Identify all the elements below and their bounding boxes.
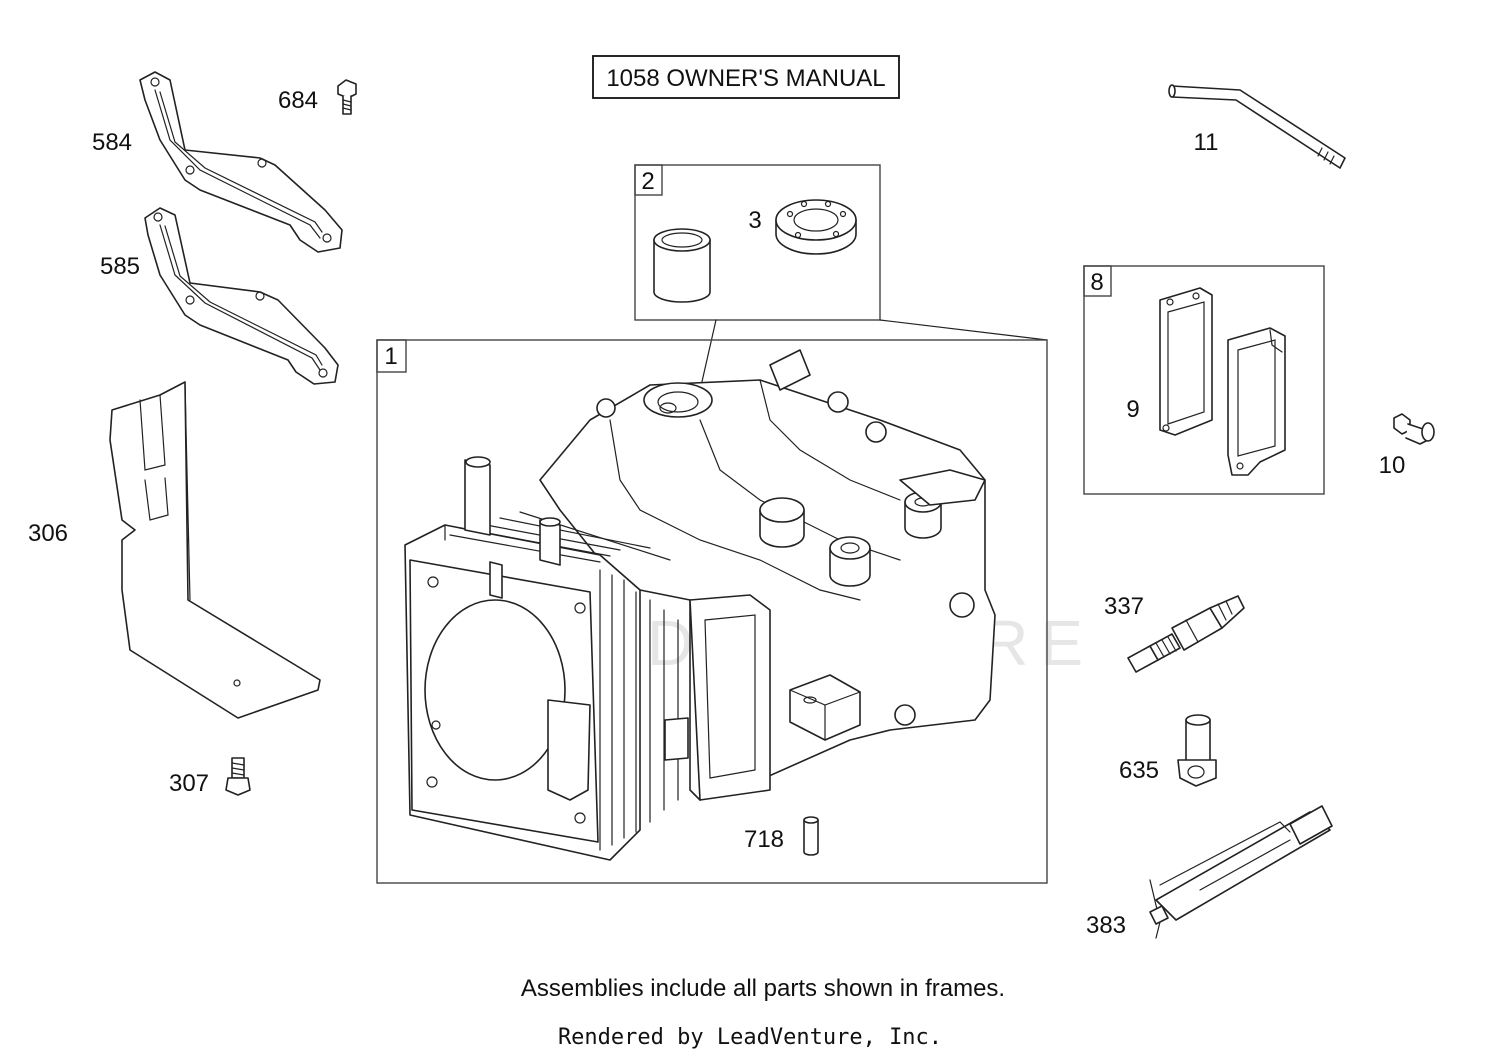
tube-11-part[interactable] xyxy=(1168,84,1346,169)
gasket-584-part[interactable] xyxy=(139,71,343,253)
bracket-306-part[interactable] xyxy=(109,381,321,719)
elbow-fitting-part[interactable] xyxy=(1177,714,1217,787)
part-718-label: 718 xyxy=(744,826,784,853)
frame-2-label: 2 xyxy=(641,168,654,195)
oil-seal-part[interactable] xyxy=(775,199,857,255)
gasket-585-part[interactable] xyxy=(144,207,339,385)
spark-plug-part[interactable] xyxy=(1127,595,1245,673)
credit-line: Rendered by LeadVenture, Inc. xyxy=(558,1025,942,1050)
dowel-pin-part[interactable] xyxy=(803,816,819,856)
owners-manual-label[interactable]: 1058 OWNER'S MANUAL xyxy=(592,55,900,99)
part-307-label: 307 xyxy=(169,770,209,797)
part-684-label: 684 xyxy=(278,87,318,114)
part-9-label: 9 xyxy=(1126,396,1139,423)
part-635-label: 635 xyxy=(1119,757,1159,784)
screw-10-part[interactable] xyxy=(1393,413,1435,445)
part-10-label: 10 xyxy=(1379,452,1406,479)
owners-manual-text: 1058 OWNER'S MANUAL xyxy=(606,65,885,92)
bolt-684-part[interactable] xyxy=(337,79,357,115)
breather-cover-part[interactable] xyxy=(1227,327,1286,476)
cylinder-block-part[interactable] xyxy=(404,349,996,861)
part-11-label: 11 xyxy=(1194,129,1219,156)
footer-note: Assemblies include all parts shown in fr… xyxy=(521,975,1005,1002)
part-585-label: 585 xyxy=(100,253,140,280)
part-3-label: 3 xyxy=(748,207,761,234)
frame-8: 8 9 xyxy=(1083,265,1325,495)
part-306-label: 306 xyxy=(28,520,68,547)
wrench-383-part[interactable] xyxy=(1149,805,1333,939)
part-383-label: 383 xyxy=(1086,912,1126,939)
frame-8-label: 8 xyxy=(1090,269,1103,296)
leader-line xyxy=(879,319,1048,341)
frame-2: 2 3 xyxy=(634,164,881,321)
part-584-label: 584 xyxy=(92,129,132,156)
bushing-part[interactable] xyxy=(653,228,711,303)
screw-307-part[interactable] xyxy=(225,757,251,796)
part-337-label: 337 xyxy=(1104,593,1144,620)
breather-gasket-part[interactable] xyxy=(1159,287,1213,436)
frame-1: 1 xyxy=(376,339,1048,884)
frame-1-label: 1 xyxy=(384,343,397,370)
